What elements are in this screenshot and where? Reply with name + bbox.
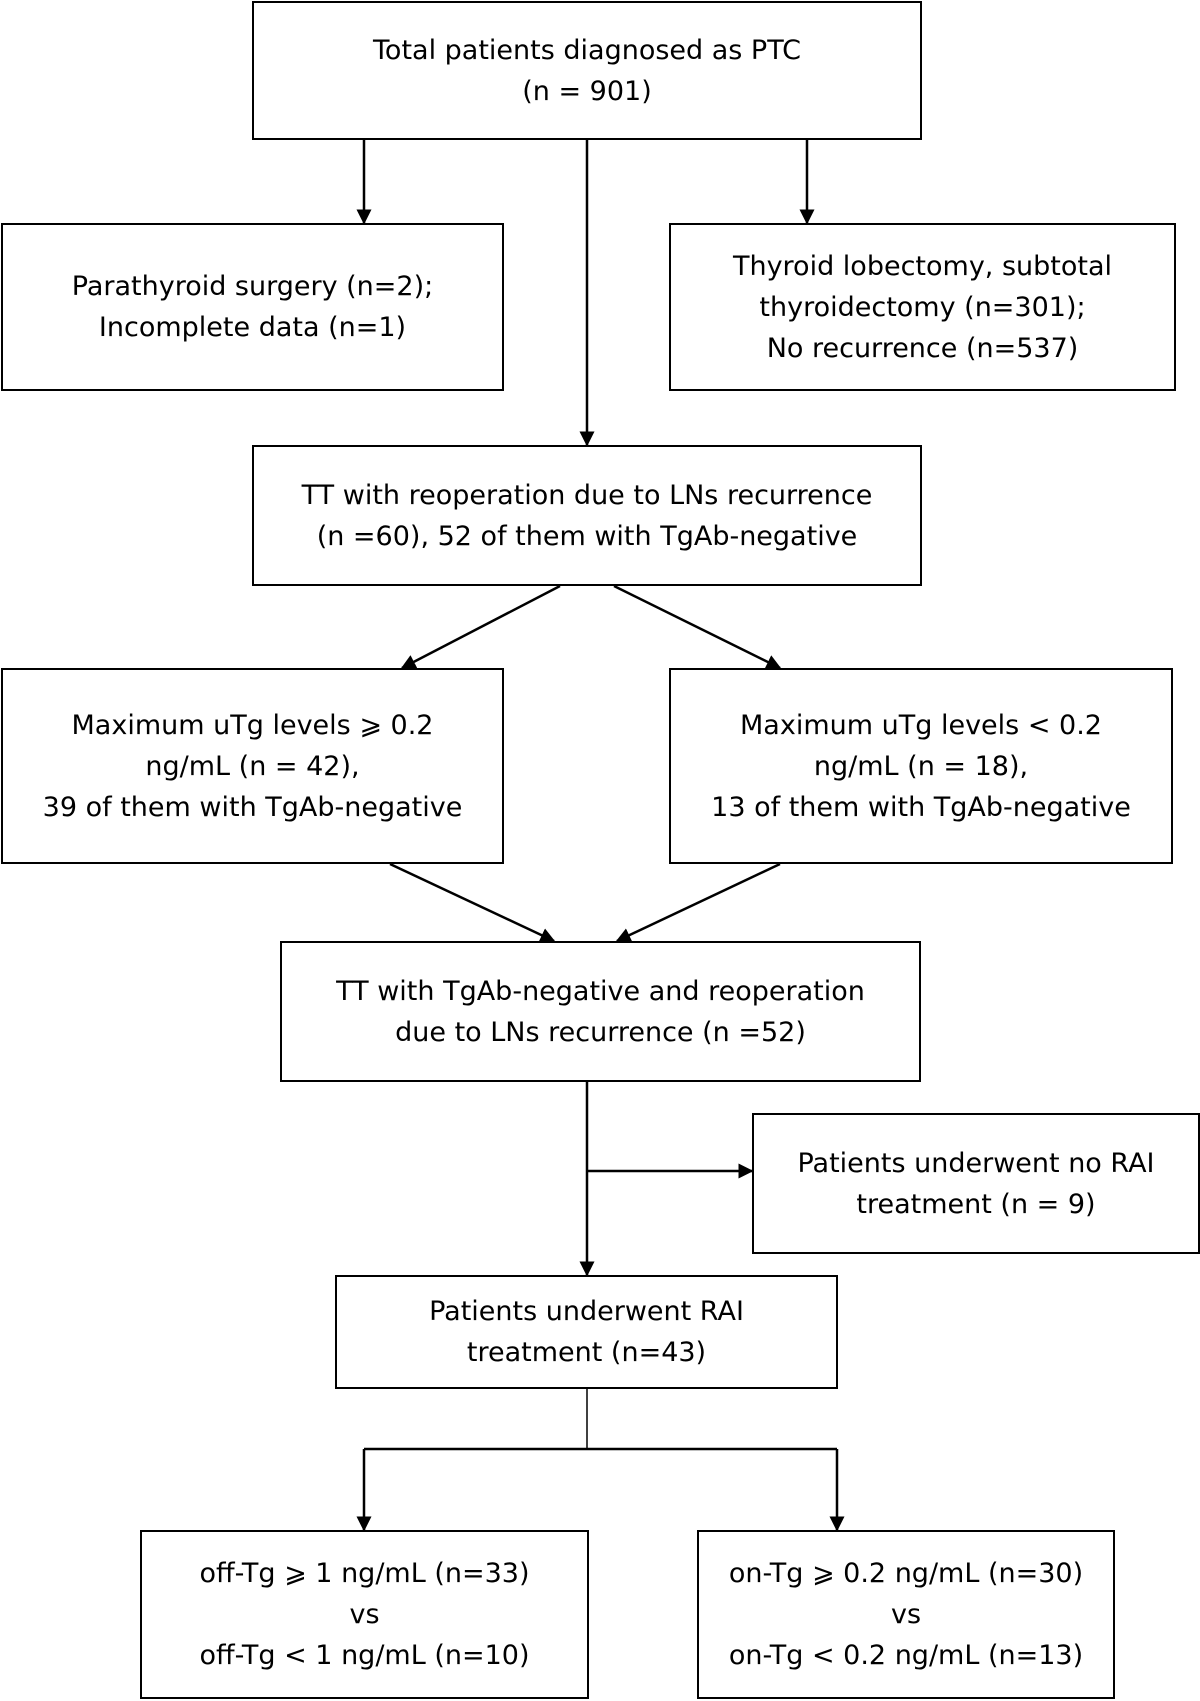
arrow-utg-low-to-tgab: [615, 862, 781, 943]
box-text-line: (n = 901): [522, 75, 652, 107]
box-text-line: Total patients diagnosed as PTC: [373, 34, 801, 66]
box-text-line: treatment (n = 9): [856, 1188, 1096, 1220]
box-text-line: off-Tg < 1 ng/mL (n=10): [199, 1640, 530, 1671]
box-text-line: ng/mL (n = 42),: [145, 750, 360, 782]
box-excluded-lobectomy: Thyroid lobectomy, subtotal thyroidectom…: [669, 223, 1176, 391]
box-rai: Patients underwent RAI treatment (n=43): [335, 1275, 838, 1389]
box-text-line: Thyroid lobectomy, subtotal: [732, 250, 1113, 282]
box-text-line: ng/mL (n = 18),: [813, 750, 1029, 782]
box-text-line: Maximum uTg levels < 0.2: [740, 709, 1102, 741]
box-text-line: No recurrence (n=537): [766, 332, 1079, 364]
box-text-line: Incomplete data (n=1): [98, 312, 407, 343]
arrow-tt-to-utg-low: [613, 584, 782, 670]
box-text-line: Parathyroid surgery (n=2);: [71, 271, 434, 302]
box-total-patients: Total patients diagnosed as PTC (n = 901…: [252, 1, 922, 140]
box-utg-high: Maximum uTg levels ⩾ 0.2 ng/mL (n = 42),…: [1, 668, 504, 864]
box-text-line: treatment (n=43): [466, 1337, 707, 1368]
box-off-tg: off-Tg ⩾ 1 ng/mL (n=33) vs off-Tg < 1 ng…: [140, 1530, 589, 1699]
box-on-tg: on-Tg ⩾ 0.2 ng/mL (n=30) vs on-Tg < 0.2 …: [697, 1530, 1115, 1699]
box-text-line: thyroidectomy (n=301);: [759, 291, 1086, 323]
box-text-line: TT with reoperation due to LNs recurrenc…: [301, 479, 873, 511]
box-text-line: Patients underwent no RAI: [797, 1147, 1155, 1179]
box-text-line: due to LNs recurrence (n =52): [395, 1016, 806, 1048]
box-text-line: off-Tg ⩾ 1 ng/mL (n=33): [199, 1558, 530, 1589]
box-text-line: on-Tg ⩾ 0.2 ng/mL (n=30): [728, 1558, 1084, 1589]
box-text-line: on-Tg < 0.2 ng/mL (n=13): [728, 1640, 1084, 1671]
box-text-line: Patients underwent RAI: [429, 1296, 744, 1327]
box-text-line: TT with TgAb-negative and reoperation: [336, 975, 865, 1007]
box-text-line: 39 of them with TgAb-negative: [42, 791, 463, 823]
box-text-line: Maximum uTg levels ⩾ 0.2: [71, 709, 434, 741]
box-utg-low: Maximum uTg levels < 0.2 ng/mL (n = 18),…: [669, 668, 1173, 864]
arrow-tt-to-utg-high: [400, 584, 561, 670]
box-text-line: vs: [349, 1599, 380, 1630]
box-excluded-parathyroid: Parathyroid surgery (n=2); Incomplete da…: [1, 223, 504, 391]
box-text-line: (n =60), 52 of them with TgAb-negative: [316, 520, 858, 552]
box-tt-tgab-negative: TT with TgAb-negative and reoperation du…: [280, 941, 921, 1082]
box-text-line: vs: [890, 1599, 922, 1630]
box-text-line: 13 of them with TgAb-negative: [711, 791, 1131, 823]
box-no-rai: Patients underwent no RAI treatment (n =…: [752, 1113, 1200, 1254]
arrow-utg-high-to-tgab: [389, 862, 556, 943]
box-tt-reoperation: TT with reoperation due to LNs recurrenc…: [252, 445, 922, 586]
